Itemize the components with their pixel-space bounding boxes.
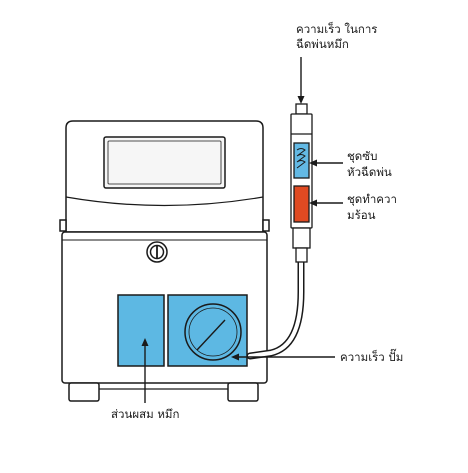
label-nozzle-speed-line1: ความเร็ว ในการ (296, 21, 377, 36)
label-heater-line2: มร้อน (347, 208, 376, 222)
ledge-left (59, 219, 67, 232)
label-nozzle-speed-line2: ฉีดพ่นหมึก (296, 37, 349, 51)
foot-left (68, 382, 100, 402)
pump-gauge-inner (188, 307, 238, 357)
display-screen-inner (107, 140, 222, 185)
arrow-printhead (309, 159, 317, 167)
print-head (290, 103, 313, 263)
label-pump-speed: ความเร็ว ปั๊ม (340, 348, 403, 364)
arrow-pump-speed (231, 353, 239, 361)
leader-lines (144, 57, 343, 403)
housing-shade-line (65, 196, 264, 207)
display-screen (103, 136, 226, 189)
print-head-collar (292, 227, 311, 249)
printhead-wave (296, 148, 306, 169)
foot-right (227, 382, 259, 402)
label-printhead-line1: ชุดซับ (347, 149, 377, 163)
label-heater-line1: ชุดทำควา (347, 192, 397, 206)
label-printhead-line2: หัวฉีดพ่น (347, 165, 392, 179)
gauge-needle (196, 319, 226, 351)
label-ink-mixing: ส่วนผสม หมึก (111, 407, 179, 421)
heater-block (293, 185, 310, 223)
arrow-heater (309, 199, 317, 207)
print-head-connector (295, 247, 308, 263)
ledge-right (262, 219, 270, 232)
print-head-tip (295, 103, 308, 115)
arrow-nozzle-speed (297, 96, 305, 104)
arrowheads (141, 96, 317, 361)
ink-hose-inner (248, 260, 303, 358)
arrow-ink-mixing (141, 338, 149, 346)
ink-mixing-panel (117, 294, 165, 367)
